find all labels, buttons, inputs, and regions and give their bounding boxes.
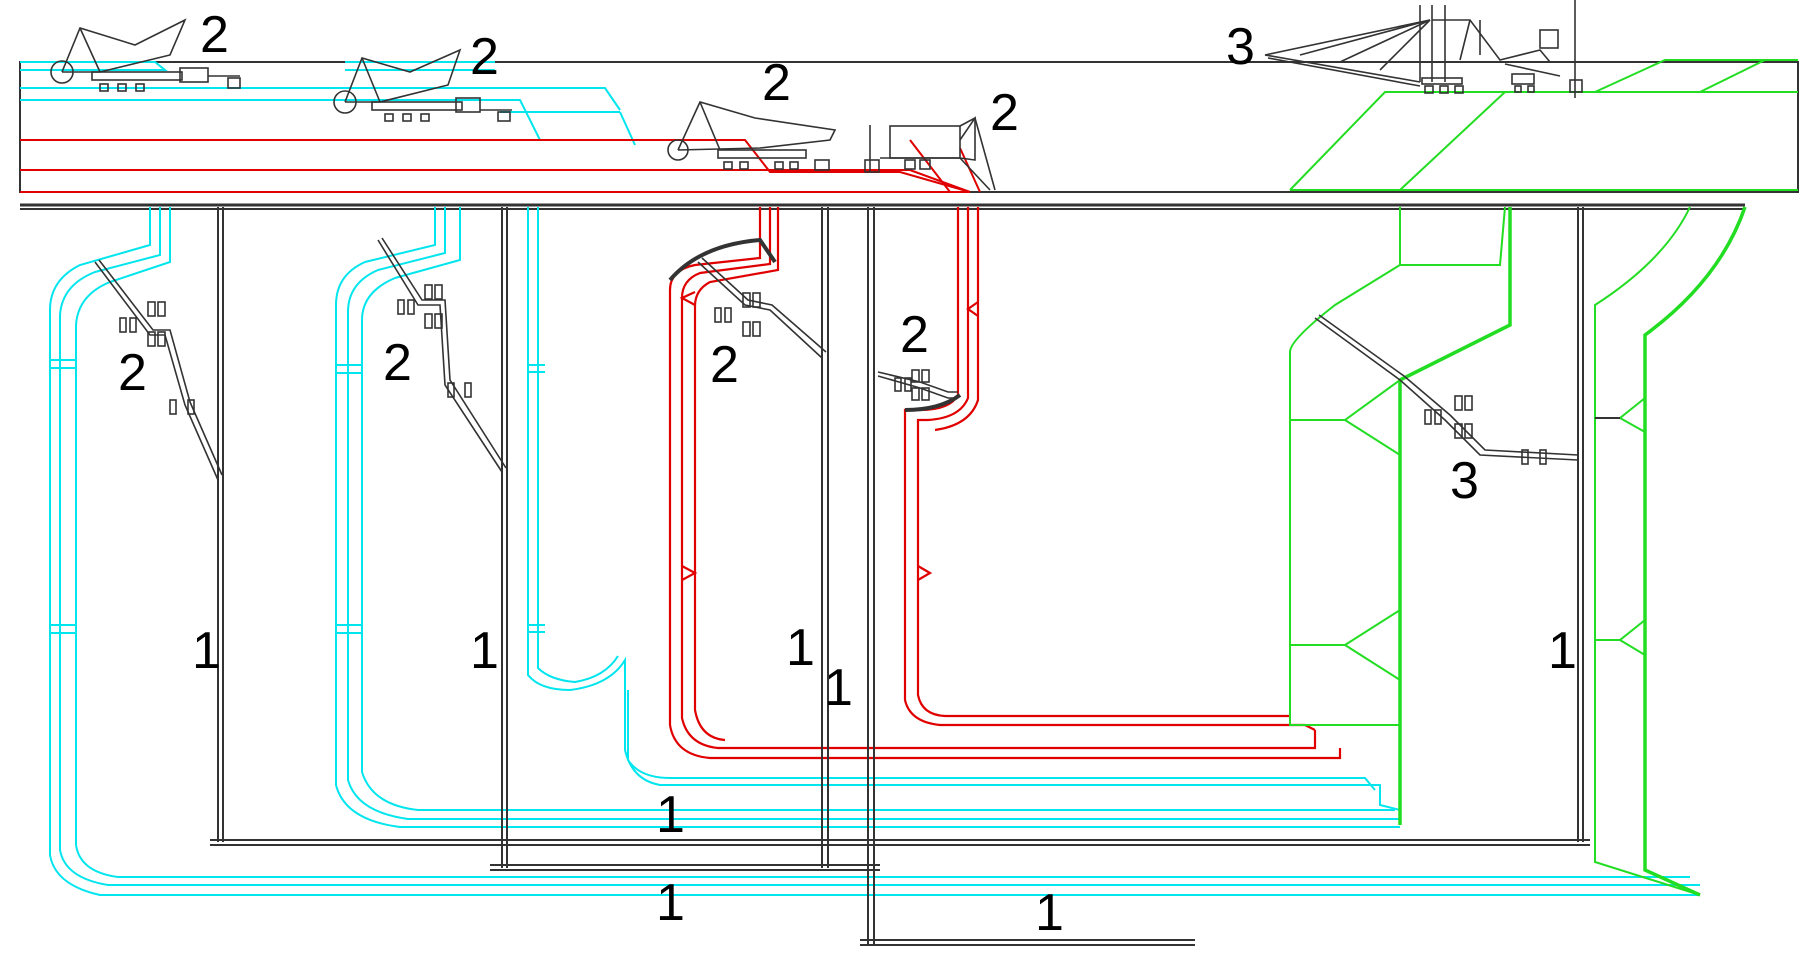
red-conveyor-right [903, 207, 1316, 731]
green-surface-lines [1289, 59, 1798, 191]
label-machine-2: 2 [990, 84, 1019, 142]
conveyor-drive-icon [377, 237, 507, 473]
cyan-surface-lines [20, 61, 636, 146]
label-machine-2: 2 [470, 28, 499, 86]
bucket-wheel-icon [1264, 0, 1583, 98]
cyan-conveyor-second [335, 207, 1400, 828]
surface-machines [50, 0, 1583, 191]
red-conveyor-left [668, 207, 1342, 760]
green-conveyor-right [1594, 206, 1701, 896]
number-labels: 2 2 2 2 2 2 2 2 3 3 1 1 1 1 1 1 1 1 [118, 6, 1577, 942]
conveyor-system-red [668, 207, 1342, 760]
surface-outline [19, 61, 1799, 193]
label-conveyor-1: 1 [824, 659, 853, 717]
label-machine-2: 2 [710, 336, 739, 394]
label-machine-3: 3 [1226, 18, 1255, 76]
conveyor-system-green [1289, 206, 1747, 897]
label-machine-3: 3 [1450, 452, 1479, 510]
label-machine-2: 2 [900, 306, 929, 364]
conveyor-drive-icon [94, 259, 223, 481]
label-conveyor-1: 1 [1035, 884, 1064, 942]
dragline-excavator-icon [667, 101, 837, 171]
inclined-conveyors [94, 237, 1579, 481]
label-conveyor-1: 1 [656, 874, 685, 932]
dragline-excavator-icon [50, 18, 241, 92]
label-conveyor-1: 1 [1548, 622, 1577, 680]
conveyor-system-cyan [49, 207, 1700, 896]
label-machine-2: 2 [200, 6, 229, 64]
structure-lines [210, 207, 1590, 946]
label-machine-2: 2 [383, 334, 412, 392]
green-conveyor-left [1289, 207, 1401, 825]
conveyor-drive-icon [1314, 314, 1579, 465]
dragline-excavator-icon [333, 48, 512, 122]
label-conveyor-1: 1 [656, 786, 685, 844]
cyan-conveyor-outer [49, 207, 1700, 896]
label-conveyor-1: 1 [786, 619, 815, 677]
label-conveyor-1: 1 [470, 622, 499, 680]
cyan-conveyor-third [527, 207, 1401, 811]
label-machine-2: 2 [762, 54, 791, 112]
conveyor-drive-icon [668, 237, 827, 359]
surface-band [19, 59, 1799, 210]
red-surface-lines [20, 139, 981, 193]
conveyor-drive-icon [877, 369, 962, 412]
label-conveyor-1: 1 [192, 622, 221, 680]
spreader-stacker-icon [864, 116, 996, 191]
label-machine-2: 2 [118, 344, 147, 402]
